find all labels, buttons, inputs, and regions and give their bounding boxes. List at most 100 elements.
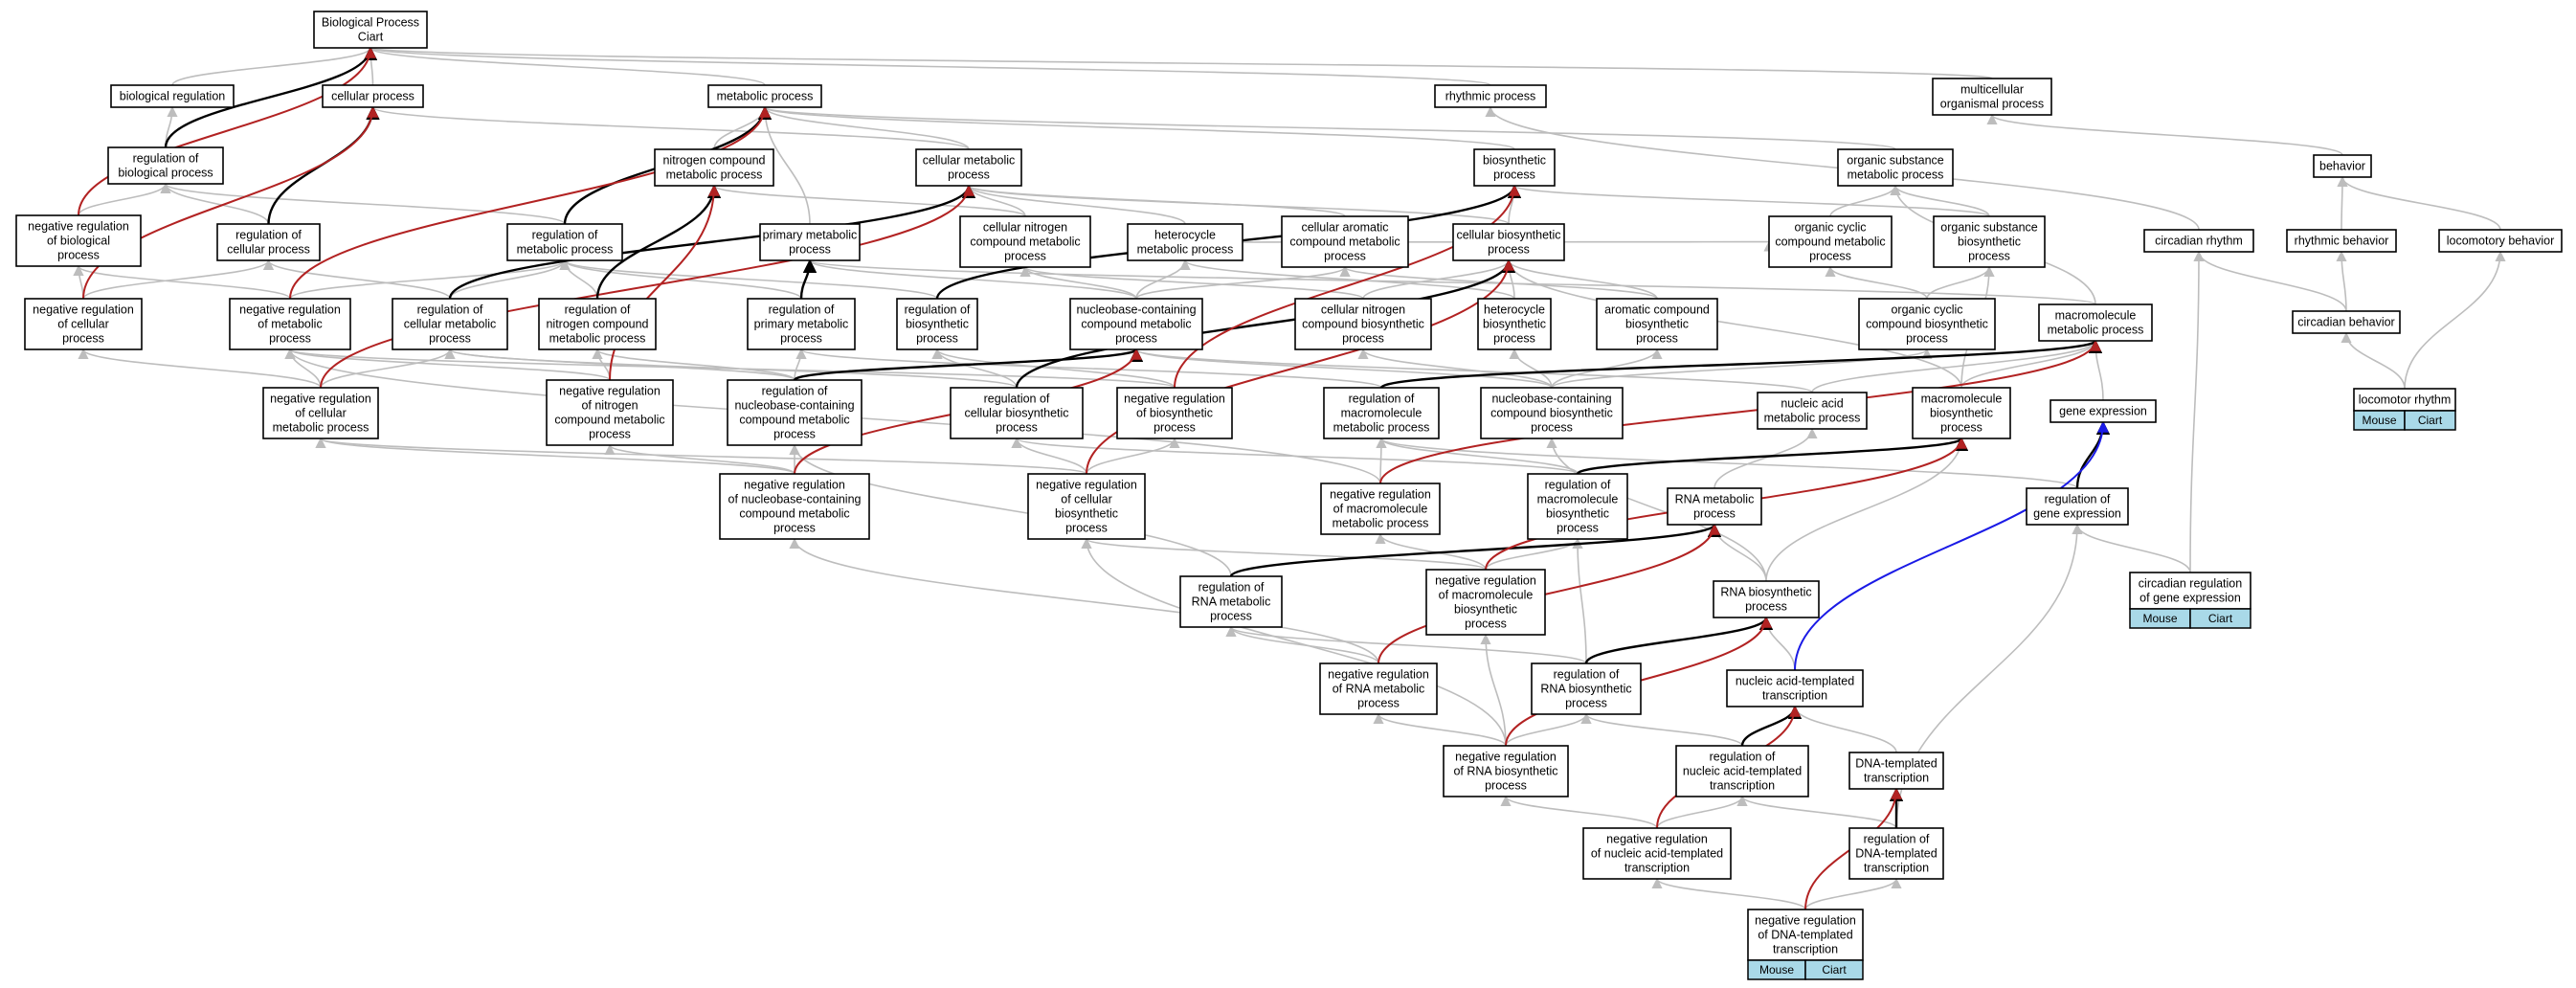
edge-is-a xyxy=(708,184,1026,217)
edge-is-a xyxy=(1081,537,1487,571)
term-node-cell-proc[interactable]: cellular process xyxy=(322,84,424,108)
term-node-reg-macro-biosyn[interactable]: regulation ofmacromoleculebiosyntheticpr… xyxy=(1527,473,1628,540)
term-node-behavior[interactable]: behavior xyxy=(2313,154,2372,178)
term-box xyxy=(727,379,862,446)
term-label-line: biological process xyxy=(118,167,213,180)
term-box xyxy=(15,214,142,267)
term-label-line: cellular process xyxy=(331,90,414,103)
term-box xyxy=(313,11,428,49)
term-label-line: nitrogen compound xyxy=(546,318,648,331)
term-label-line: process xyxy=(1565,697,1607,710)
annotation-tag-ciart[interactable]: Ciart xyxy=(1804,959,1864,980)
term-box xyxy=(1434,84,1547,108)
term-box xyxy=(1477,298,1552,350)
annotation-tag-mouse[interactable]: Mouse xyxy=(1747,959,1806,980)
term-label-line: compound metabolic xyxy=(970,236,1080,249)
term-label-line: gene expression xyxy=(2033,507,2121,521)
term-node-reg-nucbase-met[interactable]: regulation ofnucleobase-containingcompou… xyxy=(727,379,862,446)
term-node-met-proc[interactable]: metabolic process xyxy=(707,84,822,108)
edge-is-a xyxy=(1736,795,1897,829)
term-node-loco-beh[interactable]: locomotory behavior xyxy=(2438,229,2563,253)
term-box xyxy=(1531,662,1642,715)
term-node-bio-reg[interactable]: biological regulation xyxy=(110,84,235,108)
annotation-tag-mouse[interactable]: Mouse xyxy=(2129,608,2191,629)
edge-is-a xyxy=(2337,175,2348,231)
term-box xyxy=(538,298,657,350)
term-node-circ-beh[interactable]: circadian behavior xyxy=(2292,310,2401,334)
edge-is-a xyxy=(366,46,1993,79)
term-node-rhythmic-beh[interactable]: rhythmic behavior xyxy=(2286,229,2397,253)
term-node-circ-rhythm[interactable]: circadian rhythm xyxy=(2143,229,2254,253)
edge-is-a xyxy=(804,258,1137,300)
term-label-line: locomotor rhythm xyxy=(2359,393,2452,407)
term-node-gene-expr[interactable]: gene expression xyxy=(2050,399,2157,423)
annotation-tag-ciart[interactable]: Ciart xyxy=(2404,410,2456,431)
term-box xyxy=(1933,215,2046,268)
annotation-tag-ciart[interactable]: Ciart xyxy=(2189,608,2251,629)
term-label-line: process xyxy=(1485,779,1527,793)
annotation-tag-mouse[interactable]: Mouse xyxy=(2353,410,2406,431)
term-box xyxy=(1443,745,1569,797)
term-node-rhythmic[interactable]: rhythmic process xyxy=(1434,84,1547,108)
edge-regulates xyxy=(595,184,722,300)
term-box xyxy=(2143,229,2254,253)
edge-is-a xyxy=(794,348,807,381)
